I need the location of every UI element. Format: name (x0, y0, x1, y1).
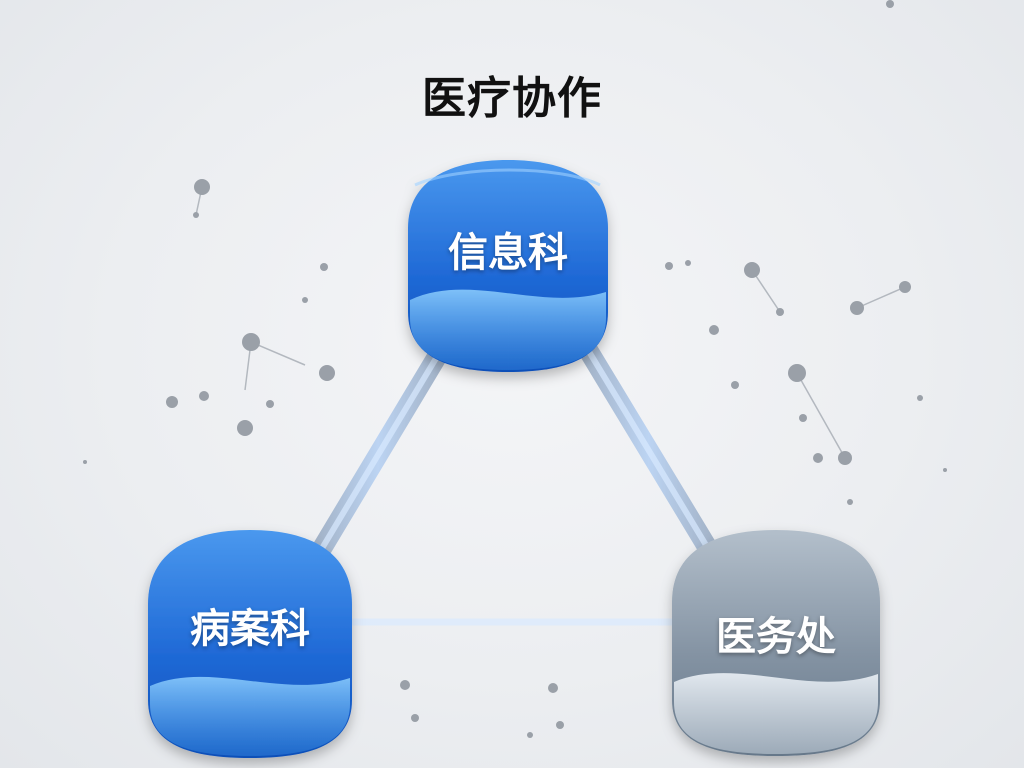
diagram-title: 医疗协作 (422, 73, 602, 124)
link-info-medical-affairs-glow (582, 342, 715, 558)
links (308, 335, 722, 633)
node-label-records: 病案科 (190, 606, 310, 652)
node-label-medical-affairs: 医务处 (716, 614, 836, 660)
link-info-records-glow (315, 352, 441, 558)
node-medical-affairs (672, 530, 880, 756)
node-label-info: 信息科 (448, 230, 568, 276)
background-decoration (83, 0, 947, 738)
node-info (408, 160, 608, 372)
node-records (148, 530, 352, 758)
